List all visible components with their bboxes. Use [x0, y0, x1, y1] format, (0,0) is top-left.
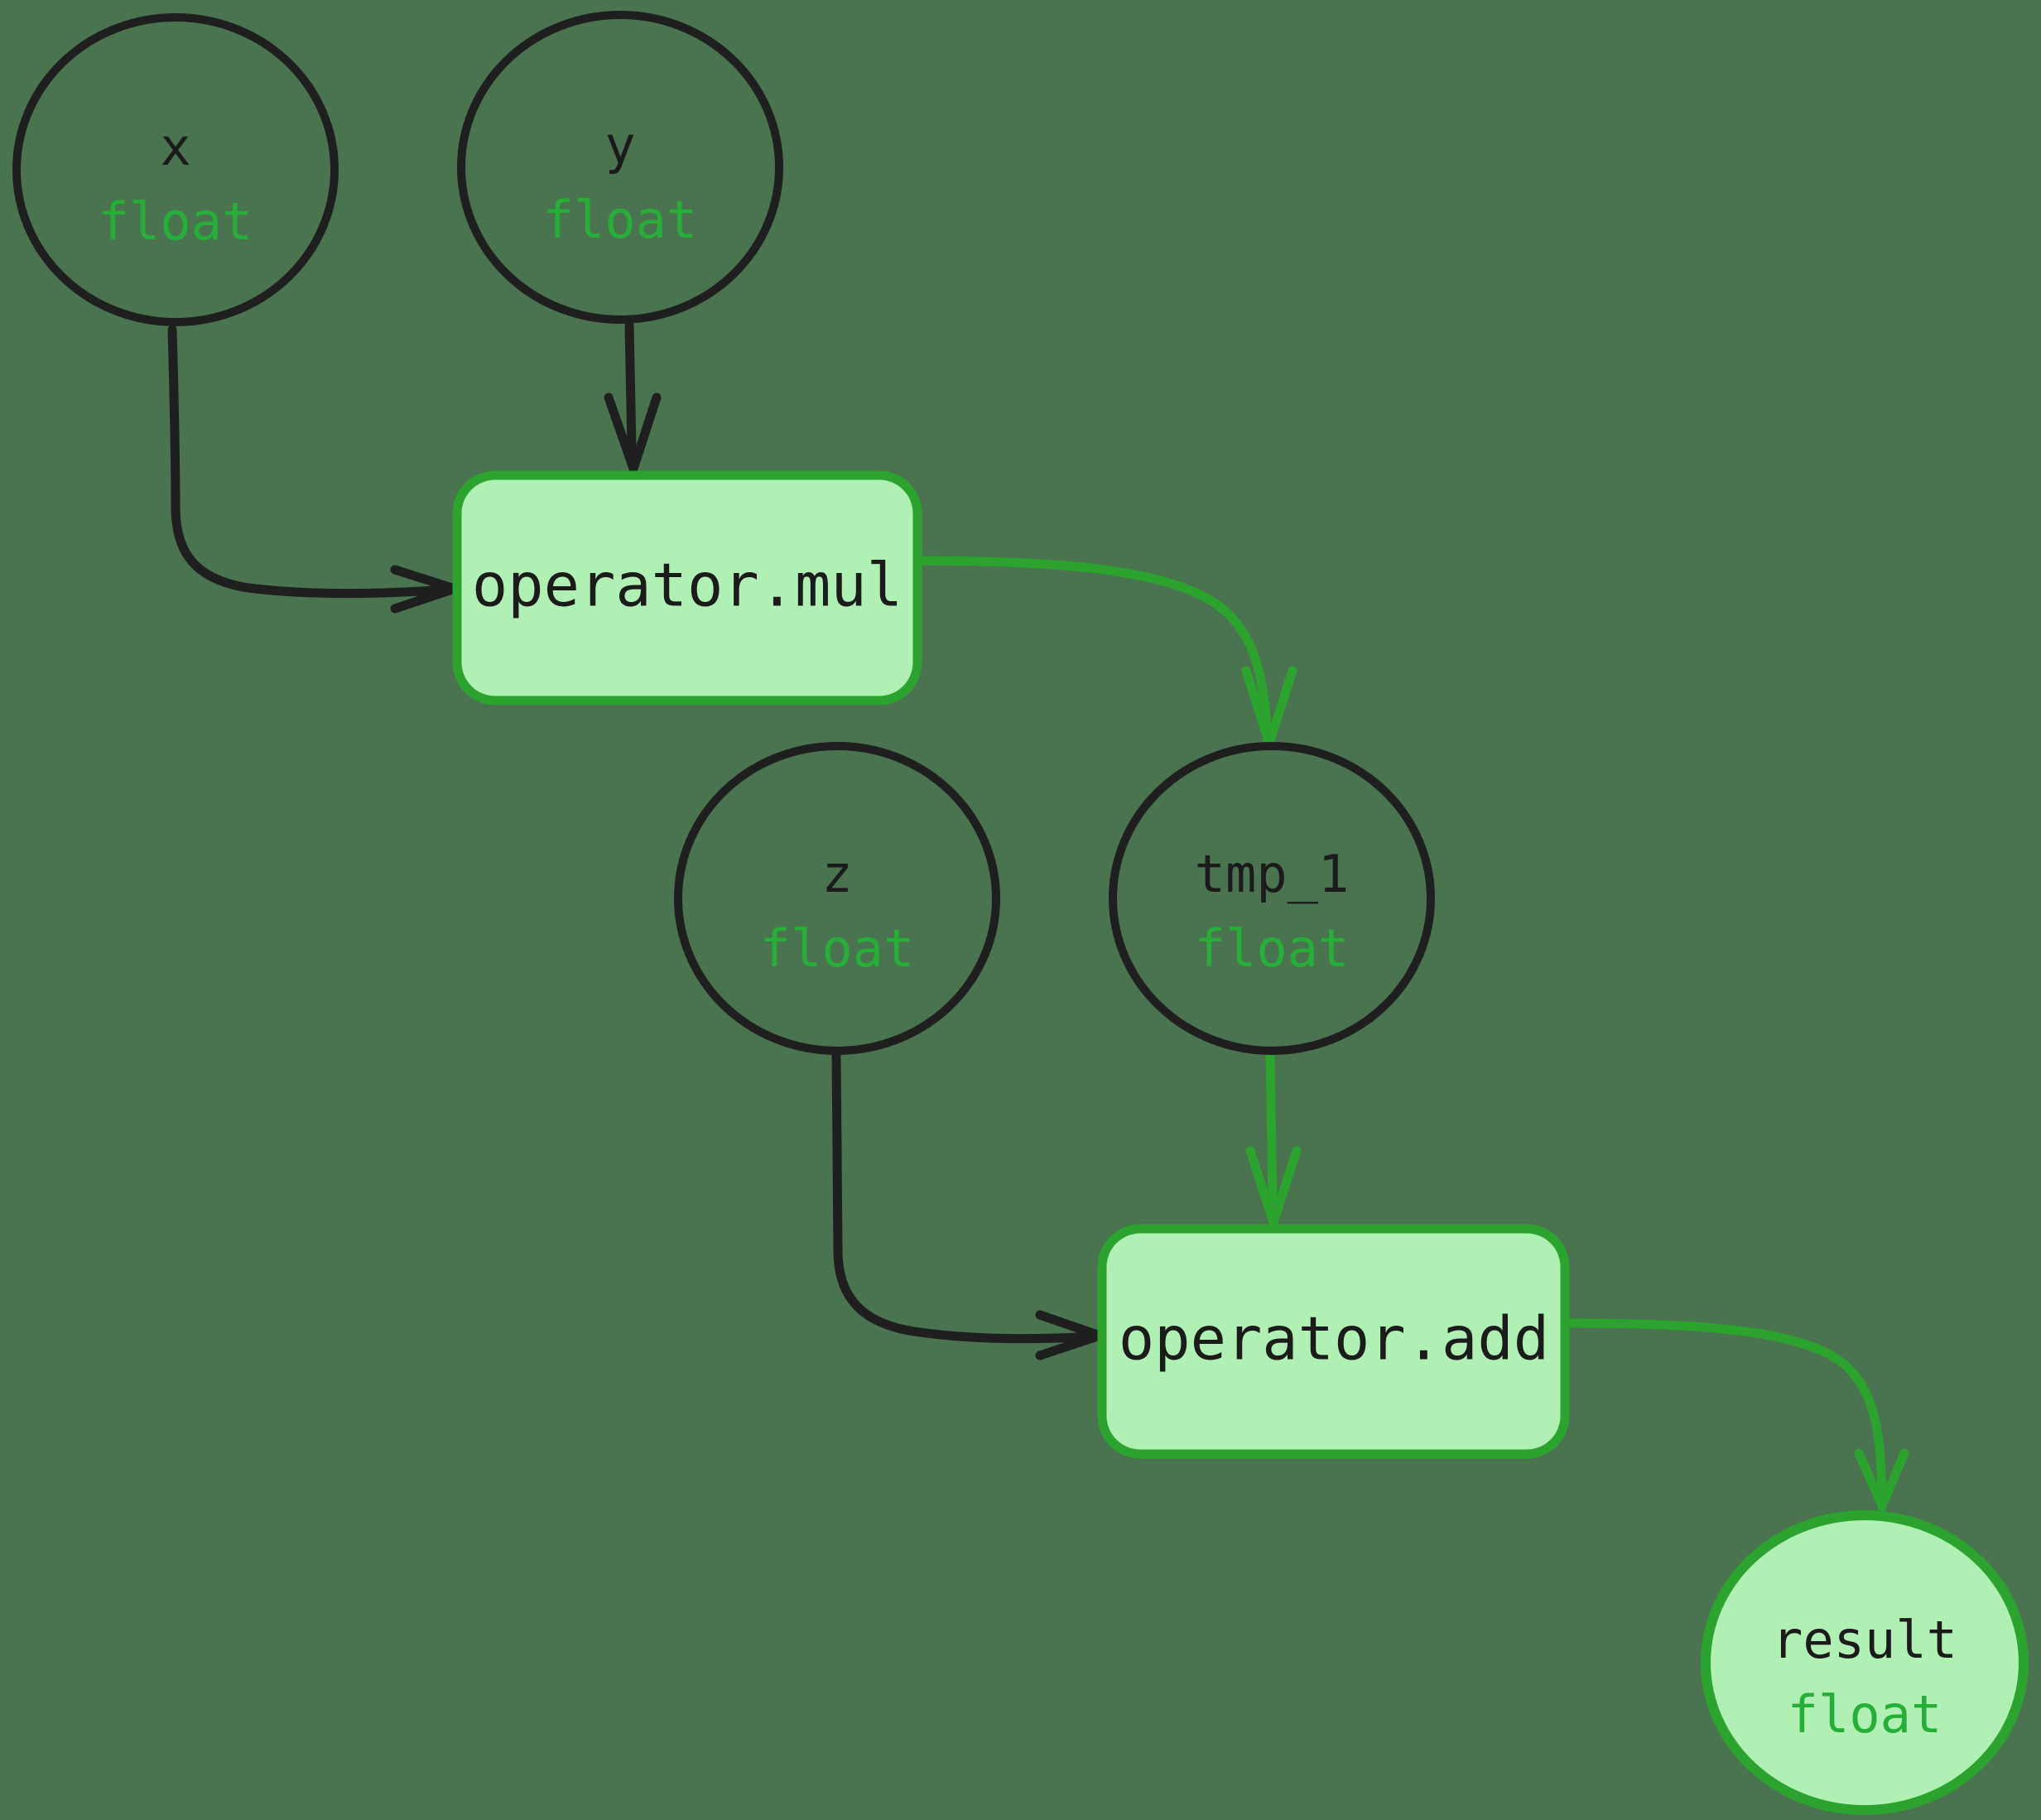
node-result-shape [1701, 1510, 2029, 1815]
node-operator-add-label: operator.add [1119, 1304, 1549, 1374]
edge-tmp1-to-add [1245, 1048, 1302, 1227]
node-operator-add[interactable]: operator.add [1097, 1224, 1570, 1459]
arrowhead-y-to-mul [604, 392, 662, 474]
node-z[interactable]: z float [674, 742, 1000, 1055]
node-y-type: float [543, 190, 698, 250]
node-operator-mul[interactable]: operator.mul [452, 470, 922, 705]
node-x-type: float [99, 191, 253, 252]
node-z-type: float [760, 918, 915, 979]
arrowhead-tmp1-to-add [1245, 1146, 1302, 1227]
node-result-label: result [1772, 1610, 1957, 1670]
node-tmp-1[interactable]: tmp_1 float [1109, 742, 1435, 1055]
node-y[interactable]: y float [457, 11, 783, 324]
node-result-type: float [1788, 1684, 1942, 1745]
node-tmp-1-label: tmp_1 [1195, 844, 1350, 904]
edge-z-to-add [831, 1048, 1105, 1360]
node-y-label: y [604, 115, 635, 176]
node-tmp-1-type: float [1195, 918, 1350, 979]
node-result[interactable]: result float [1701, 1510, 2029, 1815]
arrowhead-add-to-result [1854, 1448, 1909, 1510]
edge-mul-to-tmp1 [912, 556, 1297, 750]
node-z-label: z [821, 844, 852, 904]
node-x-shape [12, 13, 339, 326]
node-operator-mul-shape [452, 470, 922, 705]
node-x-label: x [160, 117, 190, 177]
edge-x-to-mul [167, 325, 460, 614]
node-operator-mul-label: operator.mul [472, 551, 903, 620]
edge-layer [167, 320, 1909, 1512]
edge-add-to-result [1560, 1318, 1909, 1512]
node-y-shape [457, 11, 783, 324]
node-x[interactable]: x float [12, 13, 339, 326]
node-z-shape [674, 742, 1000, 1055]
node-layer: x float y float operator.mul z float [12, 11, 2029, 1815]
edge-y-to-mul [604, 320, 662, 474]
node-tmp-1-shape [1109, 742, 1435, 1055]
node-operator-add-shape [1097, 1224, 1570, 1459]
